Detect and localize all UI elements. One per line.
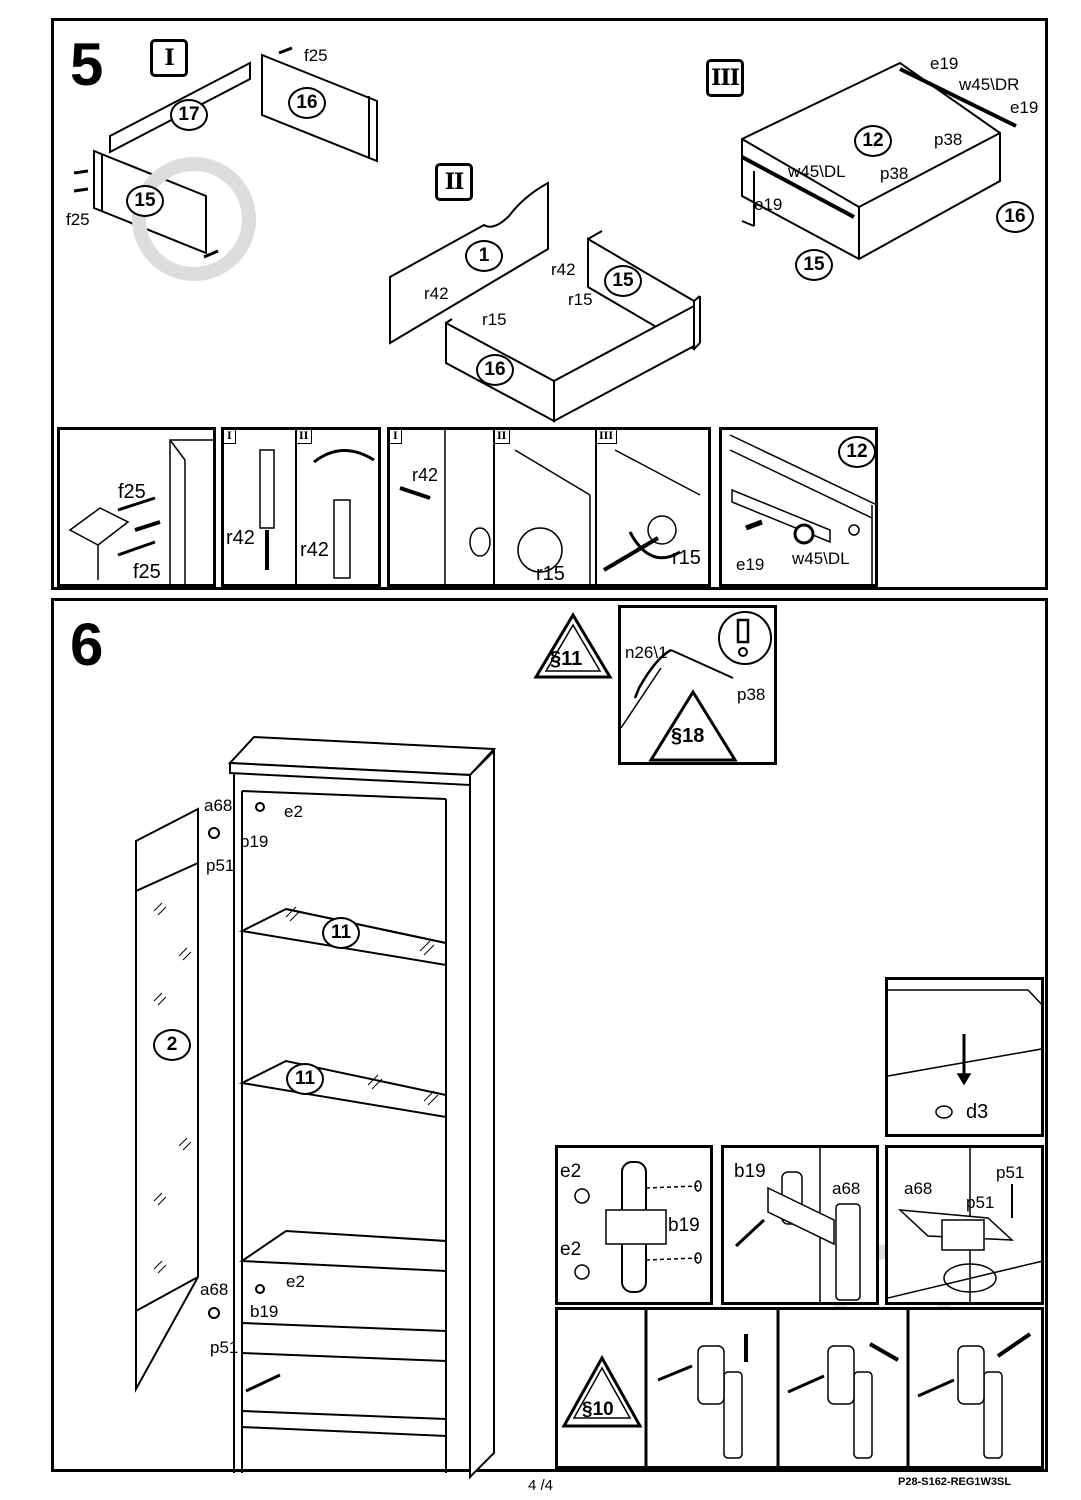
document-code: P28-S162-REG1W3SL bbox=[898, 1476, 1012, 1488]
part-16-label: 16 bbox=[288, 87, 326, 119]
detail-runner-fixing: 12 e19 w45\DL bbox=[719, 427, 878, 587]
f25-label-a: f25 bbox=[118, 481, 146, 503]
e19-left-label: e19 bbox=[754, 195, 783, 214]
n26-label: n26\1 bbox=[625, 643, 668, 662]
s10-label: §10 bbox=[582, 1399, 614, 1420]
detail-hinge-mount: b19 a68 bbox=[721, 1145, 879, 1305]
substep-i-badge: I bbox=[150, 39, 188, 77]
shelf-11-label-b: 11 bbox=[286, 1063, 324, 1095]
w45dr-label: w45\DR bbox=[959, 75, 1020, 94]
detail-r15-cam-lock: I II III r42 r15 r15 bbox=[387, 427, 711, 587]
part-12-label-d: 12 bbox=[838, 436, 875, 468]
f25-label-b: f25 bbox=[133, 561, 161, 583]
detail-hinge-adjustment: §10 bbox=[555, 1307, 1044, 1469]
detail-f25-insertion: f25 f25 bbox=[57, 427, 216, 587]
f25-top-label: f25 bbox=[304, 46, 328, 65]
a68-label-h2: a68 bbox=[832, 1179, 861, 1198]
r15-right-label: r15 bbox=[568, 290, 593, 309]
page-number: 4 /4 bbox=[528, 1477, 554, 1494]
part-16-label-c: 16 bbox=[996, 201, 1034, 233]
e2-label-a: e2 bbox=[560, 1161, 582, 1182]
d3-label: d3 bbox=[966, 1101, 989, 1123]
b19-label-h1: b19 bbox=[668, 1215, 700, 1236]
p38-right-label: p38 bbox=[934, 130, 963, 149]
r42-label-b: r42 bbox=[300, 539, 329, 561]
r15-label-a: r15 bbox=[536, 563, 565, 585]
r42-right-label: r42 bbox=[551, 260, 576, 279]
b19-bot-label: b19 bbox=[250, 1302, 279, 1321]
step-number: 5 bbox=[70, 31, 104, 98]
part-15-label-c: 15 bbox=[795, 249, 833, 281]
a68-label-h3: a68 bbox=[904, 1179, 933, 1198]
e2-label-b: e2 bbox=[560, 1239, 582, 1260]
e19-top-label: e19 bbox=[930, 54, 959, 73]
substep-ii-badge: II bbox=[435, 163, 473, 201]
w45dl-label: w45\DL bbox=[788, 162, 846, 181]
b19-label-h2: b19 bbox=[734, 1161, 766, 1182]
a68-bot-label: a68 bbox=[200, 1280, 229, 1299]
tab-i: I bbox=[224, 430, 236, 444]
tab-ii-b: II bbox=[494, 430, 511, 444]
part-15-label: 15 bbox=[126, 185, 164, 217]
r15-front-label: r15 bbox=[482, 310, 507, 329]
s18-label: §18 bbox=[671, 725, 705, 747]
b19-top-label: b19 bbox=[240, 832, 269, 851]
part-12-label: 12 bbox=[854, 125, 892, 157]
warning-s11-label: §11 bbox=[550, 648, 583, 670]
detail-r42-cam: I II r42 r42 bbox=[221, 427, 381, 587]
detail-d3-bumper: d3 bbox=[885, 977, 1044, 1137]
part-17-label: 17 bbox=[170, 99, 208, 131]
f25-left-label: f25 bbox=[66, 210, 90, 229]
tab-ii: II bbox=[296, 430, 313, 444]
p51-label-b: p51 bbox=[966, 1193, 995, 1212]
shelf-11-label-a: 11 bbox=[322, 917, 360, 949]
part-2-label: 2 bbox=[153, 1029, 191, 1061]
wall-fixing-notice: n26\1 p38 §18 bbox=[618, 605, 777, 765]
step-6-panel: 6 §11 n26\1 p38 §18 bbox=[51, 598, 1048, 1480]
a68-top-label: a68 bbox=[204, 796, 233, 815]
e2-bot-label: e2 bbox=[286, 1272, 305, 1291]
r42-label-c: r42 bbox=[412, 465, 439, 485]
part-15-label-b: 15 bbox=[604, 265, 642, 297]
detail-hinge-plate: e2 e2 b19 bbox=[555, 1145, 713, 1305]
warning-triangle-icon bbox=[533, 612, 613, 679]
w45dl-label-d: w45\DL bbox=[792, 549, 850, 568]
drawer-runners-illustration bbox=[741, 61, 1017, 261]
step-number-6: 6 bbox=[70, 611, 104, 678]
substep-iii-badge: III bbox=[706, 59, 744, 97]
r42-left-label: r42 bbox=[424, 284, 449, 303]
r15-label-b: r15 bbox=[672, 547, 701, 569]
part-16-label-b: 16 bbox=[476, 354, 514, 386]
part-1-label: 1 bbox=[465, 240, 503, 272]
tab-i-b: I bbox=[390, 430, 402, 444]
detail-hinge-cup: a68 p51 p51 bbox=[885, 1145, 1044, 1305]
e19-right-label: e19 bbox=[1010, 98, 1039, 117]
p38-label-notice: p38 bbox=[737, 685, 766, 704]
p38-mid-label: p38 bbox=[880, 164, 909, 183]
e19-label-d: e19 bbox=[736, 555, 765, 574]
r42-label-a: r42 bbox=[226, 527, 255, 549]
e2-top-label: e2 bbox=[284, 802, 303, 821]
step-5-panel: 5 I 17 16 15 f25 f25 II bbox=[51, 18, 1048, 590]
tab-iii-b: III bbox=[596, 430, 618, 444]
p51-bot-label: p51 bbox=[210, 1338, 239, 1357]
p51-top-label: p51 bbox=[206, 856, 235, 875]
p51-label-a: p51 bbox=[996, 1163, 1025, 1182]
